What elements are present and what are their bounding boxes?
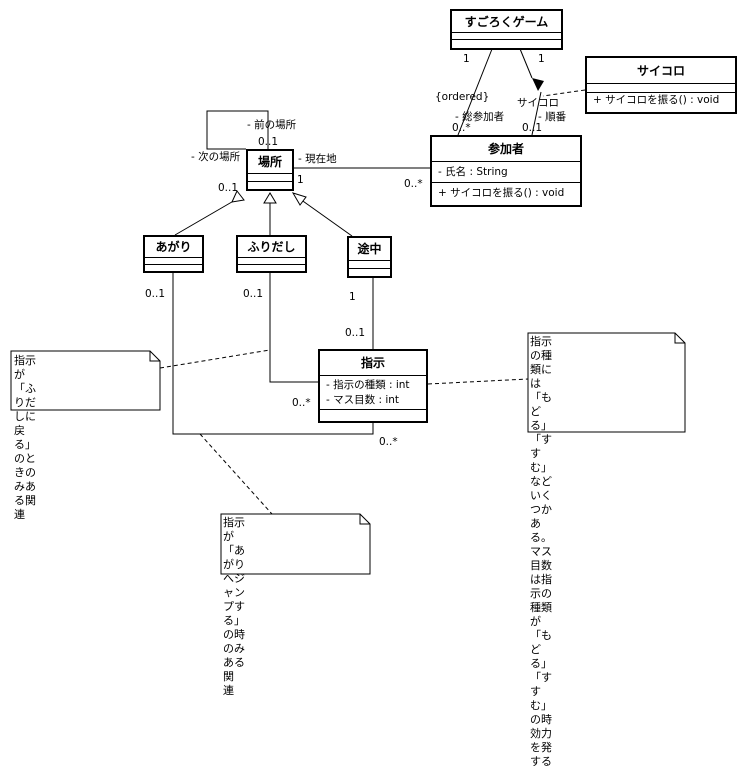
class-name: ふりだし: [238, 237, 305, 258]
mult-start: 0..1: [243, 288, 264, 300]
note-goal-fold: [359, 514, 370, 525]
mult-all-players: 0..*: [452, 122, 471, 134]
op-section: + サイコロを振る() : void: [587, 93, 735, 108]
class-name: サイコロ: [587, 58, 735, 84]
operation: + サイコロを振る() : void: [438, 187, 565, 199]
attr-section: [238, 258, 305, 265]
class-goal[interactable]: あがり: [143, 235, 204, 273]
note-goal-connector: [199, 433, 273, 515]
class-name: 場所: [248, 151, 292, 174]
class-name: 指示: [320, 351, 426, 376]
composition-diamond: [532, 78, 544, 91]
assoc-turn-to-player: [531, 91, 542, 136]
op-section: + サイコロを振る() : void: [432, 183, 580, 203]
ordered-constraint: {ordered}: [435, 91, 490, 103]
note-start-fold: [149, 351, 160, 362]
note-text: 指示が「ふりだしに戻 る」のときのみある関連: [14, 354, 36, 521]
gen-goal-line: [174, 198, 238, 236]
attr-section: [248, 174, 292, 182]
assoc-goal-instruction: [172, 272, 374, 435]
op-section: [320, 410, 426, 419]
assoc-place-self: [206, 110, 269, 150]
class-name: すごろくゲーム: [452, 11, 561, 33]
class-name: あがり: [145, 237, 202, 258]
class-dice[interactable]: サイコロ + サイコロを振る() : void: [585, 56, 737, 114]
note-kind-fold: [674, 333, 685, 344]
class-sugoroku-game[interactable]: すごろくゲーム: [450, 9, 563, 50]
attr-section: - 氏名 : String: [432, 162, 580, 183]
mult-player-place: 0..*: [404, 178, 423, 190]
note-kind-connector: [427, 378, 529, 385]
assoc-game-player-all: [457, 43, 495, 136]
class-place[interactable]: 場所: [246, 149, 294, 191]
attr-section: - 指示の種類 : int - マス目数 : int: [320, 376, 426, 410]
op-section: [145, 265, 202, 271]
mult-game-left: 1: [463, 53, 470, 65]
gen-midway-line: [299, 198, 353, 237]
dice-dependency: [542, 89, 586, 97]
mult-instruction-top: 0..1: [345, 327, 366, 339]
role-prev-place: - 前の場所: [247, 119, 297, 131]
op-section: [248, 182, 292, 189]
note-start-connector: [159, 349, 271, 369]
attr-section: [145, 258, 202, 265]
operation: + サイコロを振る() : void: [593, 94, 720, 106]
attr-section: [452, 33, 561, 40]
mult-instruction-bottom: 0..*: [379, 436, 398, 448]
mult-place-1: 1: [297, 174, 304, 186]
mult-instruction-left: 0..*: [292, 397, 311, 409]
note-text: 指示が「あがりへジャン プする」の時のみある関 連: [223, 516, 245, 697]
role-all-players: - 総参加者: [455, 111, 505, 123]
attribute: - 氏名 : String: [438, 166, 508, 178]
attribute: - マス目数 : int: [326, 394, 400, 406]
class-player[interactable]: 参加者 - 氏名 : String + サイコロを振る() : void: [430, 135, 582, 207]
assoc-start-instruction: [269, 272, 318, 383]
class-midway[interactable]: 途中: [347, 236, 392, 278]
mult-game-right: 1: [538, 53, 545, 65]
attribute: - 指示の種類 : int: [326, 379, 410, 391]
role-next-place: - 次の場所: [191, 151, 241, 163]
note-text: 指示の種類には「もど る」「すすむ」などいく つかある。マス目数は指 示の種類が…: [530, 335, 552, 768]
mult-turn: 0..1: [522, 122, 543, 134]
note-start-shape: [10, 350, 161, 411]
op-section: [238, 265, 305, 271]
uml-diagram-canvas: [10, 43, 686, 575]
op-section: [349, 269, 390, 276]
role-current-place: - 現在地: [298, 153, 337, 165]
op-section: [452, 40, 561, 48]
class-name: 参加者: [432, 137, 580, 162]
gen-arrow-midway: [291, 192, 307, 206]
mult-goal: 0..1: [145, 288, 166, 300]
class-instruction[interactable]: 指示 - 指示の種類 : int - マス目数 : int: [318, 349, 428, 423]
mult-prev-place: 0..1: [258, 136, 279, 148]
note-kind-shape: [527, 332, 686, 433]
class-name: 途中: [349, 238, 390, 261]
gen-arrow-goal: [231, 190, 245, 203]
attr-section: [587, 84, 735, 93]
mult-place-0-1: 0..1: [218, 182, 239, 194]
gen-arrow-start: [263, 192, 277, 204]
class-start[interactable]: ふりだし: [236, 235, 307, 273]
role-turn-order: - 順番: [538, 111, 567, 123]
note-goal-shape: [220, 513, 371, 575]
attr-section: [349, 261, 390, 269]
role-dice: サイコロ: [517, 97, 559, 109]
mult-midway: 1: [349, 291, 356, 303]
